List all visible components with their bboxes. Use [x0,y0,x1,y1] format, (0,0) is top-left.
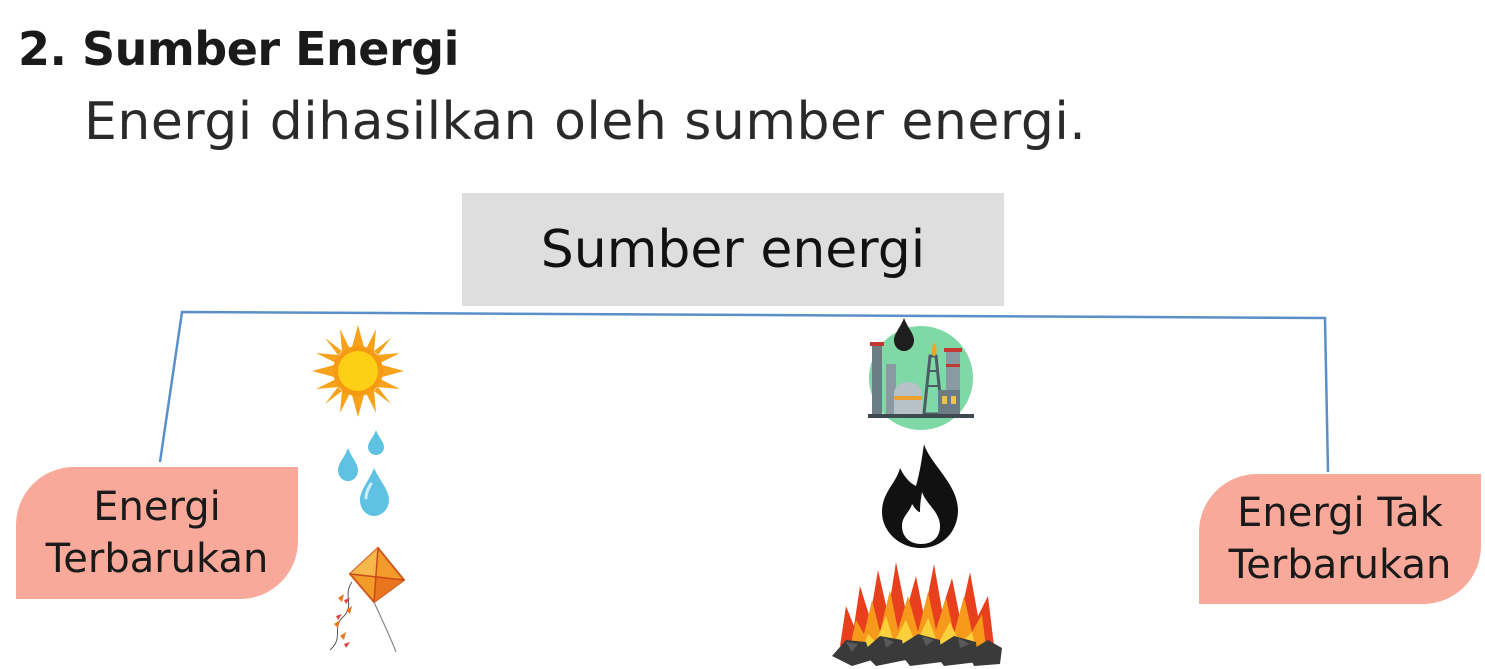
node-energi-terbarukan: Energi Terbarukan [16,467,298,599]
kite-icon [329,546,406,653]
oil-refinery-icon [868,318,974,430]
node-nonrenewable-line2: Terbarukan [1228,542,1452,588]
section-subheading: Energi dihasilkan oleh sumber energi. [84,92,1087,152]
gas-flame-icon [882,444,958,548]
sun-icon [312,325,404,417]
root-node-sumber-energi: Sumber energi [462,193,1004,306]
water-drops-icon [338,430,389,516]
node-energi-tak-terbarukan: Energi Tak Terbarukan [1199,474,1481,604]
root-node-label: Sumber energi [540,219,926,280]
node-renewable-line1: Energi [93,484,221,530]
burning-coal-icon [832,562,1002,666]
node-nonrenewable-line1: Energi Tak [1237,490,1443,536]
node-renewable-line2: Terbarukan [45,536,269,582]
section-heading: 2. Sumber Energi [18,22,459,76]
